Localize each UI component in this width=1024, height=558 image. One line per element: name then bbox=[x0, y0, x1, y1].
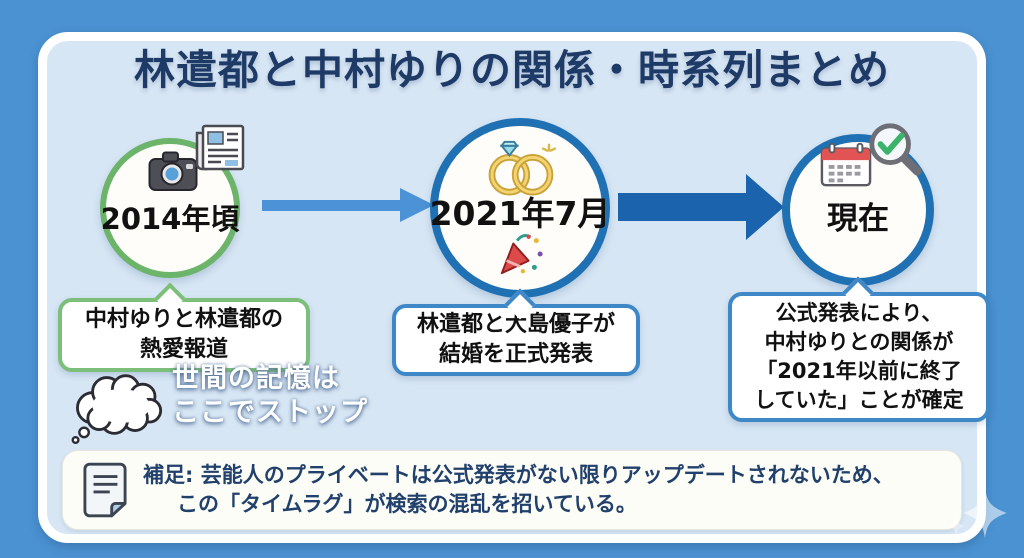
page-title: 林遣都と中村ゆりの関係・時系列まとめ bbox=[134, 46, 890, 94]
caption-2014-line2: 熱愛報道 bbox=[139, 337, 228, 362]
timeline-node-2021: 2021年7月 bbox=[430, 118, 610, 298]
party-popper-icon bbox=[494, 231, 546, 277]
thought-cloud-icon bbox=[68, 364, 172, 446]
note-document-icon bbox=[83, 462, 127, 518]
caption-2014-line1: 中村ゆりと林遣都の bbox=[84, 307, 283, 333]
thought-note-line2: ここでストップ bbox=[172, 396, 368, 428]
caption-now-line4: していた」ことが確定 bbox=[754, 387, 964, 412]
footnote-text: 補足: 芸能人のプライベートは公式発表がない限りアップデートされないため、 この… bbox=[143, 461, 894, 519]
caption-now-line3: 「2021年以前に終了 bbox=[756, 359, 962, 383]
footnote-line1: 補足: 芸能人のプライベートは公式発表がない限りアップデートされないため、 bbox=[143, 463, 894, 487]
calendar-icon bbox=[820, 142, 872, 188]
footnote-panel: 補足: 芸能人のプライベートは公式発表がない限りアップデートされないため、 この… bbox=[62, 450, 962, 530]
caption-now-line2: 中村ゆりとの関係が bbox=[764, 330, 954, 355]
footnote-line2: この「タイムラグ」が検索の混乱を招いている。 bbox=[177, 492, 637, 516]
thought-note-line1: 世間の記憶は bbox=[172, 363, 340, 394]
sparkle-small-icon bbox=[946, 516, 966, 536]
arrow-1-shaft bbox=[262, 200, 400, 211]
arrow-2-head bbox=[746, 174, 784, 240]
timeline-node-2021-date: 2021年7月 bbox=[429, 193, 611, 233]
sparkle-icon bbox=[958, 486, 1012, 540]
arrow-2-shaft bbox=[618, 193, 746, 221]
timeline-node-now-date: 現在 bbox=[827, 200, 889, 237]
camera-icon bbox=[148, 150, 198, 192]
thought-note: 世間の記憶は ここでストップ bbox=[172, 362, 368, 430]
caption-2021-line2: 結婚を正式発表 bbox=[438, 342, 593, 367]
timeline-node-2014-date: 2014年頃 bbox=[100, 202, 240, 236]
newspaper-icon bbox=[194, 124, 246, 172]
caption-box-2014: 中村ゆりと林遣都の 熱愛報道 bbox=[58, 298, 310, 372]
magnifier-check-icon bbox=[866, 120, 924, 178]
caption-box-now: 公式発表により、 中村ゆりとの関係が 「2021年以前に終了 していた」ことが確… bbox=[728, 292, 990, 422]
wedding-rings-icon bbox=[477, 139, 563, 197]
arrow-1-head bbox=[400, 188, 434, 222]
